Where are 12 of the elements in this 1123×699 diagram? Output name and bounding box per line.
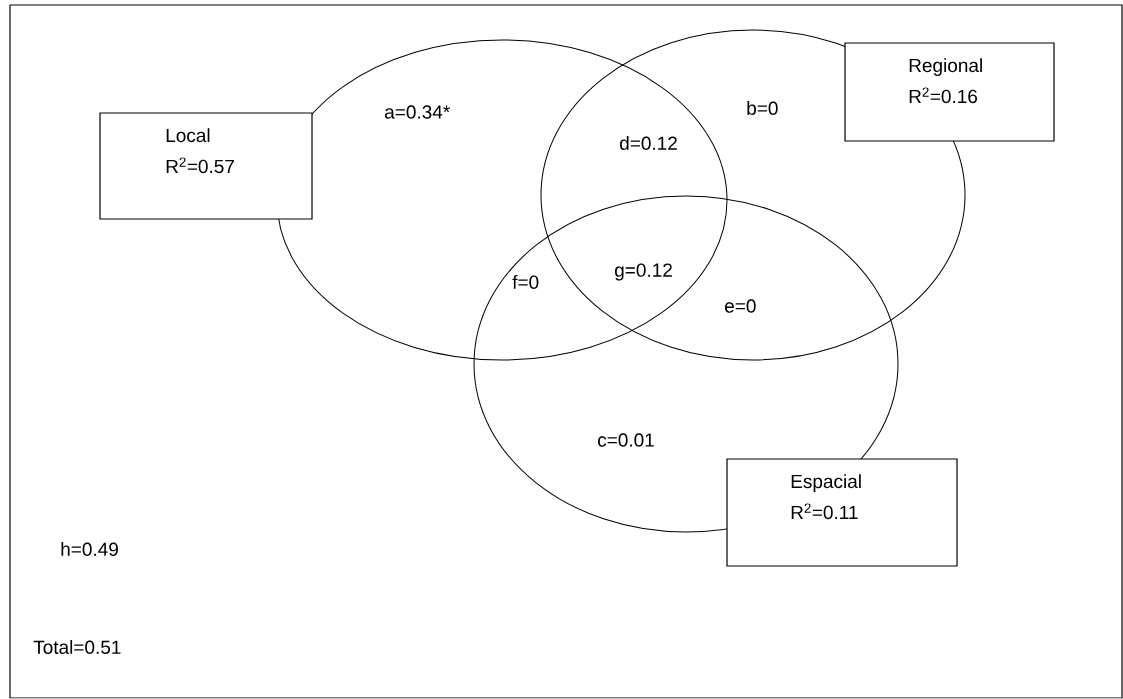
region-value: a=0.34*	[385, 105, 450, 119]
label-box: Regional R$^{2}$=0.16	[844, 42, 1055, 142]
region-value: f=0	[512, 275, 539, 289]
label-box: Local R$^{2}$=0.57	[99, 112, 313, 220]
region-value: e=0	[725, 299, 756, 313]
region-value: g=0.12	[615, 263, 672, 281]
region-value: Total=0.51	[33, 640, 121, 654]
region-value: h=0.49	[61, 542, 118, 556]
label-box: Espacial R$^{2}$=0.11	[726, 458, 958, 567]
region-value: c=0.01	[598, 433, 654, 447]
region-value: b=0	[747, 101, 778, 115]
region-value: d=0.12	[620, 136, 677, 150]
